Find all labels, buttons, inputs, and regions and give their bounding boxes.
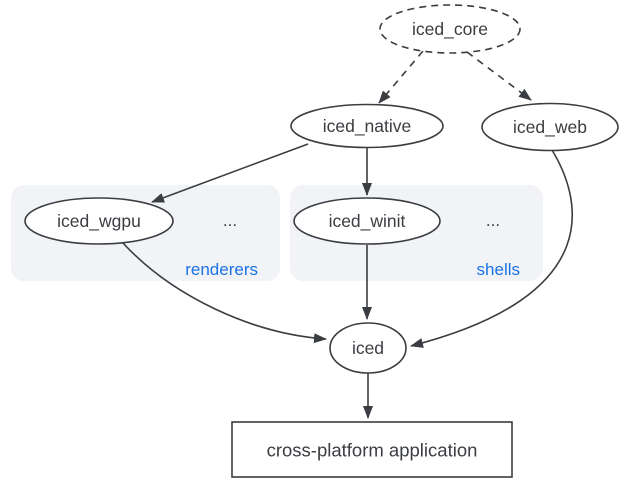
node-app-label: cross-platform application [267, 440, 478, 461]
shells-group-label: shells [477, 260, 520, 279]
node-iced-web-label: iced_web [513, 117, 587, 138]
node-iced-core-label: iced_core [412, 19, 488, 40]
node-iced-wgpu-ellipse [24, 197, 174, 245]
node-iced-web-ellipse [481, 102, 619, 152]
node-iced-ellipse [329, 322, 407, 374]
node-iced-winit-label: iced_winit [329, 211, 406, 232]
edge-iced-core-to-iced-native [378, 50, 424, 104]
shells-ellipsis: ... [486, 211, 500, 230]
node-iced-winit-ellipse [293, 197, 441, 245]
node-iced-label: iced [352, 338, 384, 358]
edge-iced-native-to-iced-wgpu [151, 143, 309, 203]
renderers-group-label: renderers [185, 260, 258, 279]
edge-iced-core-to-iced-web [466, 51, 532, 101]
node-iced-core-ellipse [379, 4, 521, 54]
renderers-ellipsis: ... [223, 211, 237, 230]
node-app-box [231, 421, 513, 478]
edge-iced-web-to-iced [410, 149, 574, 348]
node-iced-native-label: iced_native [323, 116, 412, 137]
node-iced-wgpu-label: iced_wgpu [57, 211, 141, 232]
edge-iced-wgpu-to-iced [122, 242, 327, 344]
node-iced-native-ellipse [290, 103, 444, 149]
